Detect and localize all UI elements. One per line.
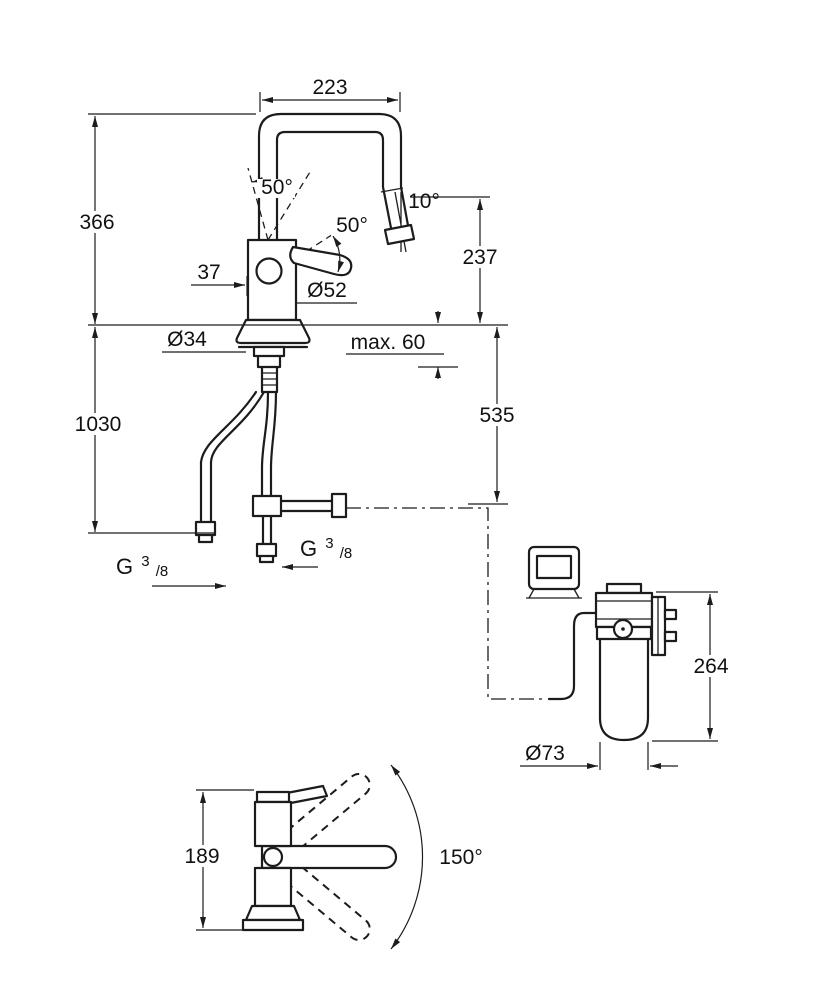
dashed-spout-capsule-lower xyxy=(265,847,371,941)
dim-outlet-angle-value: 10° xyxy=(408,190,440,213)
thread-left-label: G 3 /8 xyxy=(116,546,168,580)
bottom-cap xyxy=(255,790,291,804)
dim-outlet-height-value: 237 xyxy=(462,246,497,269)
bottom-base-flare xyxy=(244,904,302,922)
mounting-shank xyxy=(252,345,286,394)
dim-body-dia-value: Ø52 xyxy=(307,279,347,302)
shank-thread-lines xyxy=(262,372,277,386)
filter-unit xyxy=(594,582,678,742)
thread-left-g: G xyxy=(116,554,133,579)
filter-top-cap xyxy=(605,582,643,595)
thread-left-den: /8 xyxy=(156,563,169,580)
dim-under-counter-value: 535 xyxy=(479,404,514,427)
dim-150-arc xyxy=(390,764,424,950)
filter-valve-dot xyxy=(621,627,625,631)
routing-dashdot-line xyxy=(346,507,547,700)
thread-right-label: G 3 /8 xyxy=(300,528,352,562)
spout-position-upper-dashed xyxy=(265,773,371,867)
bracket-screws xyxy=(663,608,678,643)
dim-223-ext xyxy=(259,92,401,112)
aerator-nozzle xyxy=(383,223,416,246)
dim-hole-dia-value: Ø34 xyxy=(167,328,207,351)
dim-total-height-value: 366 xyxy=(79,211,114,234)
thread-right-g: G xyxy=(300,536,317,561)
dim-50-lower-arc xyxy=(332,235,344,273)
handle-swing-dashed xyxy=(247,167,356,259)
bottom-view xyxy=(241,773,398,941)
supply-hoses xyxy=(194,390,348,564)
dim-264-ext xyxy=(652,591,718,742)
dim-hose-length-value: 1030 xyxy=(75,413,122,436)
dimension-labels: 223 366 1030 237 535 50° 50° 10° 37 Ø52 … xyxy=(75,76,729,869)
dim-base-height-value: 189 xyxy=(184,845,219,868)
handle-lever xyxy=(289,245,353,277)
thread-right-num: 3 xyxy=(325,535,333,552)
bottom-base-plate xyxy=(241,918,305,932)
dim-189-ext xyxy=(196,789,254,931)
thread-right-den: /8 xyxy=(340,545,353,562)
spout xyxy=(257,112,416,318)
hose-lines xyxy=(199,390,334,546)
cartridge-body xyxy=(598,637,650,742)
dim-73-ext xyxy=(599,742,649,770)
dashed-spout-capsule-upper xyxy=(265,773,371,867)
bottom-upper-column xyxy=(253,800,293,848)
controller-stand xyxy=(526,588,582,599)
hose-connectors xyxy=(194,492,348,564)
spout-tube xyxy=(257,112,411,318)
dim-handle-offset-value: 37 xyxy=(197,261,220,284)
body-cartridge-circle xyxy=(255,257,283,285)
front-view xyxy=(88,112,508,564)
dim-max-deck-value: max. 60 xyxy=(351,331,426,354)
filter-inlet-hose xyxy=(547,611,599,701)
faucet-body xyxy=(246,238,298,322)
dim-filter-dia-value: Ø73 xyxy=(525,742,565,765)
body-cylinder xyxy=(246,238,298,322)
dim-handle-angle-open-value: 50° xyxy=(261,176,293,199)
dim-spout-reach-value: 223 xyxy=(312,76,347,99)
dim-swivel-angle-value: 150° xyxy=(439,846,482,869)
dim-filter-height-value: 264 xyxy=(693,655,728,678)
controller-screen xyxy=(535,554,573,580)
bottom-lower-column xyxy=(253,866,293,908)
thread-left-num: 3 xyxy=(141,553,149,570)
dimension-lines xyxy=(88,92,718,950)
label-masks xyxy=(72,179,733,867)
under-sink xyxy=(346,507,678,742)
dim-handle-angle-travel-value: 50° xyxy=(336,214,368,237)
swivel-pivot xyxy=(262,846,284,868)
escutcheon-base xyxy=(235,318,311,345)
spout-position-lower-dashed xyxy=(265,847,371,941)
controller-unit xyxy=(526,545,582,599)
